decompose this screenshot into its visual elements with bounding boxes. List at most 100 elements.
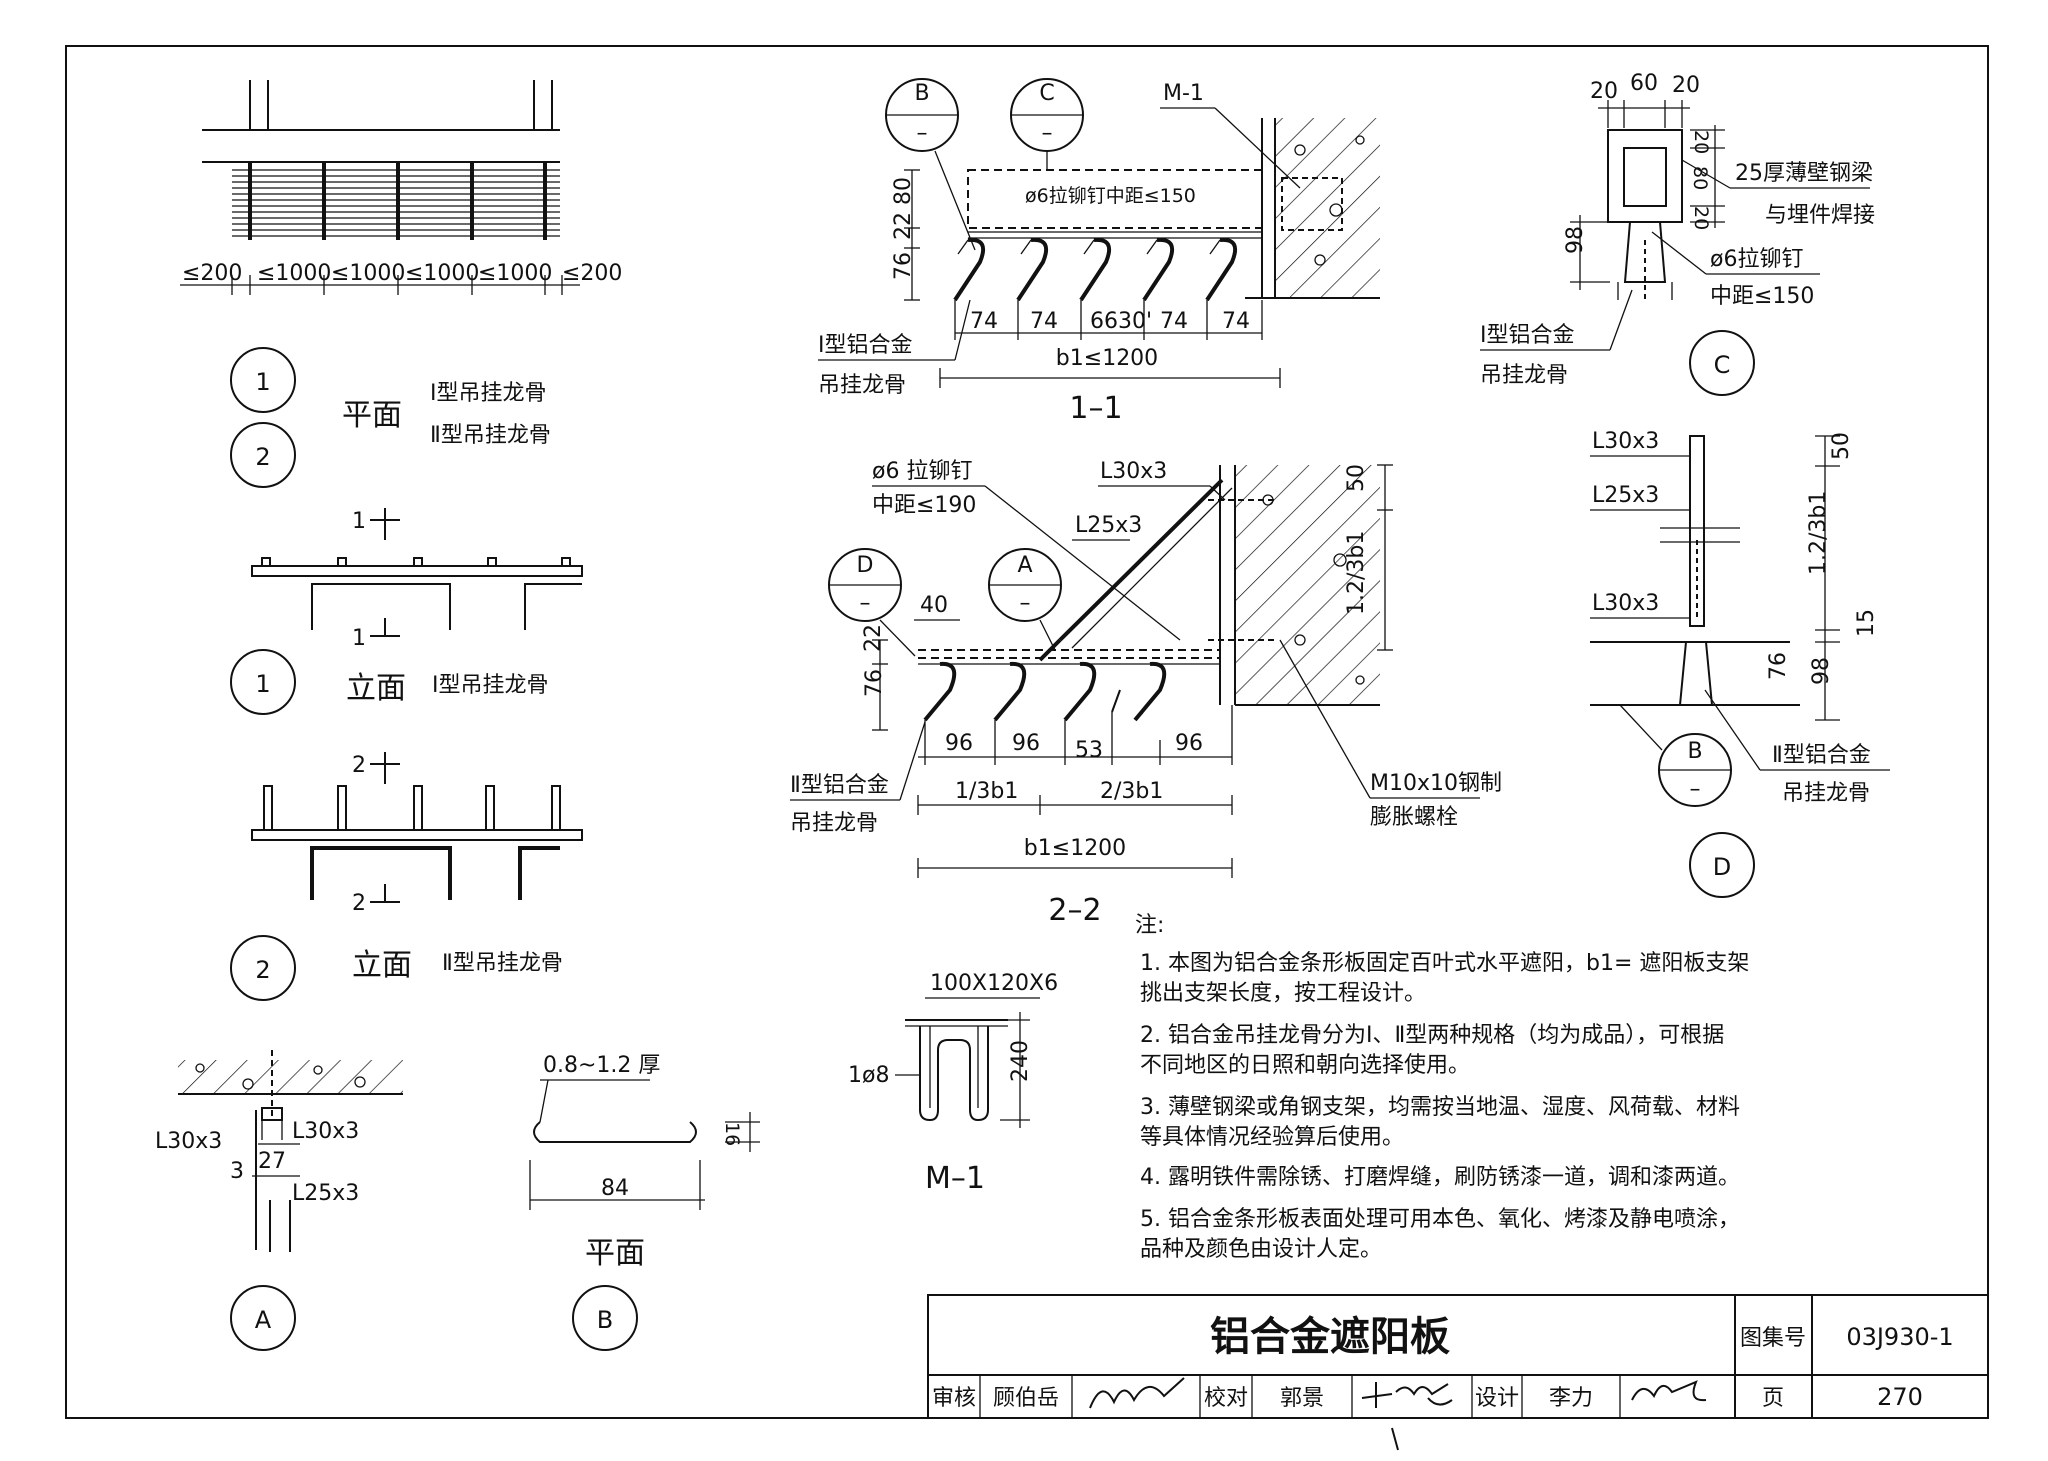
detail-d-l30-bottom: L30x3 [1592, 591, 1659, 616]
section2-ref-d-dash: – [860, 591, 871, 616]
detail-b-height: 16 [721, 1122, 743, 1146]
detail-c: 20 60 20 20 80 20 25厚薄壁钢梁 与埋件焊接 98 ø6拉铆钉… [1480, 71, 1875, 396]
plan-dim-4: ≤1000 [478, 261, 552, 286]
section2-hdim-3: 96 [1175, 731, 1203, 756]
section1-ref-c: C [1039, 81, 1054, 106]
section2-d13: 1.2/3b1 [1344, 531, 1369, 615]
detail-b-thickness: 0.8~1.2 厚 [543, 1053, 660, 1078]
detail-b-width: 84 [601, 1176, 629, 1201]
plan-dim-2: ≤1000 [331, 261, 405, 286]
detail-a-l30-left: L30x3 [155, 1129, 222, 1154]
detail-m1: 100X120X6 1ø8 240 M–1 [848, 971, 1058, 1196]
checker-signature [1361, 1382, 1453, 1451]
section2-d40: 40 [920, 593, 948, 618]
detail-d-label-2: 吊挂龙骨 [1782, 781, 1870, 806]
section2-ref-a: A [1017, 553, 1032, 578]
section1-rivet: ø6拉铆钉中距≤150 [1025, 185, 1196, 207]
notes-item-7: 5. 铝合金条形板表面处理可用本色、氧化、烤漆及静电喷涂， [1140, 1207, 1740, 1232]
elevation-1: 1 1 1 立面 Ⅰ型吊挂龙骨 [230, 508, 583, 715]
notes-item-3: 不同地区的日照和朝向选择使用。 [1140, 1053, 1470, 1078]
title-block-reviewer: 顾伯岳 [993, 1386, 1059, 1411]
elev1-label: Ⅰ型吊挂龙骨 [432, 673, 549, 698]
section2-ref-d: D [857, 553, 874, 578]
plan-title: 平面 [342, 398, 402, 433]
detail-b-title: 平面 [585, 1236, 645, 1271]
notes-item-4: 3. 薄壁钢梁或角钢支架，均需按当地温、湿度、风荷载、材料 [1140, 1095, 1740, 1120]
detail-d-50: 50 [1829, 432, 1854, 460]
detail-c-right-1: 80 [1689, 166, 1711, 190]
section1-vdim-80: 80 [891, 177, 916, 205]
detail-d: L30x3 L25x3 L30x3 50 1.2/3b1 15 76 98 B … [1590, 429, 1890, 898]
detail-c-beam-2: 与埋件焊接 [1765, 203, 1875, 228]
notes-item-5: 等具体情况经验算后使用。 [1140, 1125, 1404, 1150]
detail-a-l25: L25x3 [292, 1181, 359, 1206]
detail-d-l25: L25x3 [1592, 483, 1659, 508]
elev2-cut-bottom: 2 [352, 891, 366, 916]
title-block-checker: 郭景 [1280, 1386, 1324, 1411]
detail-a: L30x3 L30x3 3 27 L25x3 A [155, 1050, 403, 1351]
section1-ref-c-dash: – [1042, 121, 1053, 146]
section2-hdim-0: 96 [945, 731, 973, 756]
section2-bolt-2: 膨胀螺栓 [1370, 805, 1458, 830]
notes-item-0: 1. 本图为铝合金条形板固定百叶式水平遮阳，b1= 遮阳板支架 [1140, 951, 1749, 976]
detail-c-label-1: Ⅰ型铝合金 [1480, 323, 1575, 348]
detail-c-right-2: 20 [1690, 206, 1712, 230]
detail-c-beam-1: 25厚薄壁钢梁 [1735, 161, 1873, 186]
plan-line-1: Ⅰ型吊挂龙骨 [430, 381, 547, 406]
section1-title: 1–1 [1069, 391, 1122, 426]
section1-ref-b-dash: – [917, 121, 928, 146]
detail-d-bubble: D [1713, 853, 1731, 881]
title-block-review-label: 审核 [932, 1386, 976, 1411]
section2-l30: L30x3 [1100, 459, 1167, 484]
elev2-label: Ⅱ型吊挂龙骨 [442, 951, 563, 976]
plan-bubble-2: 2 [255, 443, 270, 471]
title-block-atlas-no: 03J930-1 [1846, 1323, 1953, 1351]
elev1-bubble: 1 [255, 670, 270, 698]
title-block-design-label: 设计 [1475, 1386, 1519, 1411]
detail-d-ref-b: B [1687, 739, 1702, 764]
section2-title: 2–2 [1048, 893, 1101, 928]
notes-item-6: 4. 露明铁件需除锈、打磨焊缝，刷防锈漆一道，调和漆两道。 [1140, 1165, 1740, 1190]
detail-c-top-1: 60 [1630, 71, 1658, 96]
notes-item-1: 挑出支架长度，按工程设计。 [1140, 981, 1426, 1006]
notes-head: 注: [1135, 913, 1164, 938]
section1-vdim-76: 76 [891, 252, 916, 280]
title-block-atlas-label: 图集号 [1740, 1326, 1806, 1351]
detail-a-l30-right: L30x3 [292, 1119, 359, 1144]
section1-hdim-4: 74 [1160, 309, 1188, 334]
section1-label-1: Ⅰ型铝合金 [818, 333, 913, 358]
section1-hdim-2: 66 [1090, 309, 1118, 334]
title-block: 铝合金遮阳板 图集号 03J930-1 审核 顾伯岳 校对 郭景 设计 李力 页… [927, 1294, 1989, 1451]
section2-d22: 22 [861, 624, 886, 652]
elev2-cut-top: 2 [352, 753, 366, 778]
plan-dim-1: ≤1000 [257, 261, 331, 286]
elev2-title: 立面 [352, 948, 412, 983]
section2-bolt-1: M10x10钢制 [1370, 771, 1502, 796]
section1-ref-b: B [914, 81, 929, 106]
detail-c-bubble: C [1714, 351, 1731, 379]
notes-item-8: 品种及颜色由设计人定。 [1140, 1237, 1382, 1262]
detail-c-top-2: 20 [1672, 73, 1700, 98]
detail-c-98: 98 [1563, 226, 1588, 254]
plan-dim-0: ≤200 [182, 261, 242, 286]
section2-label-2: 吊挂龙骨 [790, 811, 878, 836]
reviewer-signature [1089, 1377, 1185, 1409]
section-2-2: ø6 拉铆钉 中距≤190 L30x3 L25x3 [790, 459, 1502, 928]
m1-height: 240 [1008, 1040, 1033, 1082]
detail-d-l30-top: L30x3 [1592, 429, 1659, 454]
elevation-2: 2 2 2 立面 Ⅱ型吊挂龙骨 [230, 752, 583, 1001]
detail-a-3: 3 [230, 1159, 244, 1184]
plan-line-2: Ⅱ型吊挂龙骨 [430, 423, 551, 448]
section2-rivet-1: ø6 拉铆钉 [872, 459, 972, 484]
elev1-cut-top: 1 [352, 509, 366, 534]
section2-l25: L25x3 [1075, 513, 1142, 538]
detail-d-15: 15 [1854, 609, 1879, 637]
section2-hdim-2: 53 [1075, 738, 1103, 763]
title-block-check-label: 校对 [1204, 1386, 1248, 1411]
section2-rivet-2: 中距≤190 [872, 493, 976, 518]
section1-hdim-5: 74 [1222, 309, 1250, 334]
m1-title: M–1 [925, 1161, 985, 1196]
detail-c-right-0: 20 [1690, 130, 1712, 154]
